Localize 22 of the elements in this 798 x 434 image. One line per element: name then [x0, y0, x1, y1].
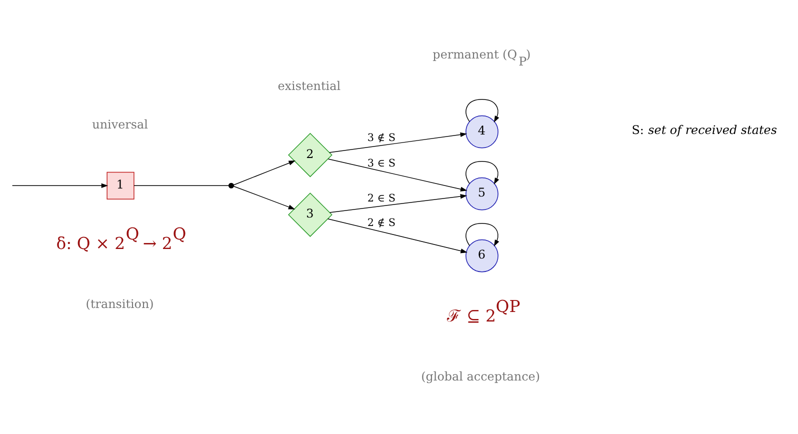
edge-label: 2 ∈ S — [367, 192, 396, 204]
arrow — [233, 160, 296, 186]
node-circle — [228, 182, 234, 188]
arrow — [466, 99, 500, 123]
label: existential — [278, 78, 341, 93]
label: universal — [92, 118, 148, 132]
arrow — [466, 222, 500, 247]
arrow — [12, 183, 108, 188]
arrow — [233, 186, 296, 210]
edge-label: 3 ∉ S — [367, 132, 396, 144]
arrow — [329, 132, 468, 153]
connector — [134, 185, 230, 186]
label: (transition) — [86, 296, 154, 311]
label: S: set of received states — [632, 122, 777, 137]
edge-label: 3 ∈ S — [367, 157, 396, 170]
edge-label: 2 ∉ S — [367, 217, 396, 230]
label: (global acceptance) — [421, 369, 540, 384]
arrow — [466, 160, 500, 185]
arrow — [328, 158, 468, 192]
arrow — [329, 194, 468, 213]
node-box: 1 — [106, 172, 134, 200]
arrow — [328, 218, 468, 254]
